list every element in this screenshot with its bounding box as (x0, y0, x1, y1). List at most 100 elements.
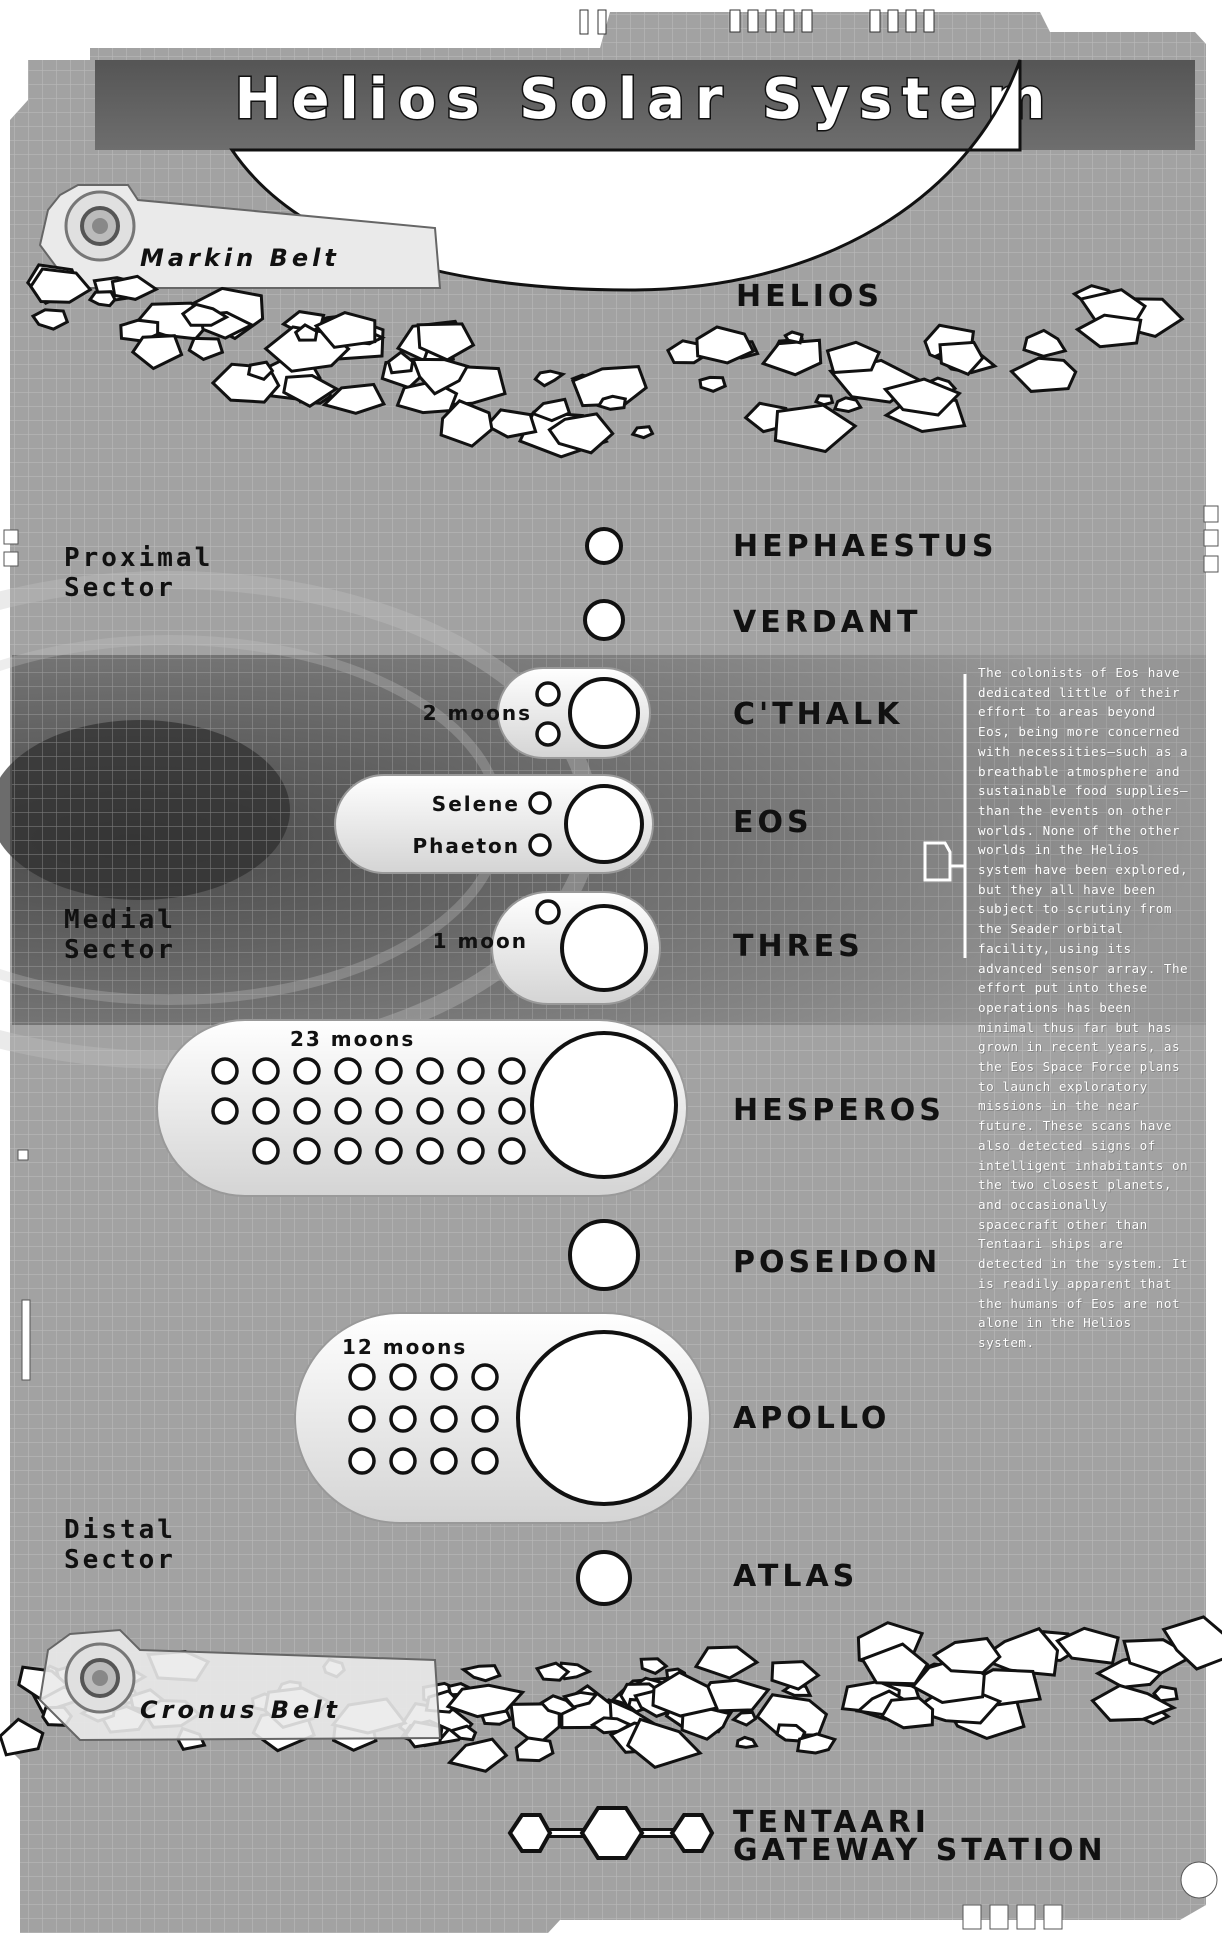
distal-sector-label-line1: Distal (64, 1515, 176, 1545)
asteroid-rock (698, 1678, 771, 1713)
page-title: Helios Solar System (235, 67, 1056, 132)
station-module-icon (507, 1813, 553, 1853)
asteroid-rock (1074, 313, 1143, 349)
hesperos-moon (252, 1097, 280, 1125)
hesperos-moon (457, 1057, 485, 1085)
planet-label-eos: Eos (733, 805, 813, 840)
planet-hephaestus (585, 527, 623, 565)
moon-name-phaeton: Phaeton (413, 834, 521, 858)
hesperos-moon (334, 1137, 362, 1165)
asteroid-rock (938, 340, 985, 377)
markin-asteroid-belt (25, 263, 1185, 459)
asteroid-rock (931, 1636, 1002, 1675)
asteroid-rock (533, 369, 567, 388)
apollo-moon (348, 1363, 376, 1391)
planet-poseidon (568, 1219, 640, 1291)
tentaari-gateway-station: Tentaari Gateway Station (507, 1805, 1107, 1868)
cthalk-moon (535, 681, 561, 707)
asteroid-rock (246, 360, 275, 382)
asteroid-rock (651, 1670, 719, 1718)
apollo-moon (430, 1363, 458, 1391)
apollo-moon (430, 1405, 458, 1433)
hesperos-moon (334, 1057, 362, 1085)
asteroid-rock (187, 336, 225, 362)
station-label-line2: Gateway Station (733, 1833, 1107, 1868)
moon-labels: 2 moons Selene Phaeton 1 moon 23 moons 1… (290, 701, 530, 1359)
asteroid-rock (439, 399, 494, 448)
asteroid-rock (1054, 1626, 1120, 1665)
asteroid-rock (773, 403, 858, 454)
apollo-moon (348, 1447, 376, 1475)
asteroid-rock (813, 394, 835, 407)
asteroid-rock (561, 1690, 599, 1709)
asteroid-rock (860, 1642, 930, 1686)
cronus-belt-badge: Cronus Belt (38, 1628, 442, 1742)
thres-moons-label: 1 moon (433, 929, 528, 953)
asteroid-rock (416, 322, 476, 362)
asteroid-rock (180, 302, 230, 327)
station-module-icon (669, 1813, 715, 1853)
asteroid-rock (1161, 1615, 1222, 1671)
station-hub-icon (579, 1806, 645, 1860)
asteroid-rock (693, 1645, 760, 1680)
asteroid-rock (735, 1735, 759, 1749)
apollo-moon (389, 1447, 417, 1475)
asteroid-rock (448, 1724, 478, 1742)
asteroid-rock (386, 350, 415, 375)
hesperos-moon (293, 1057, 321, 1085)
asteroid-rock (539, 1694, 577, 1716)
planet-label-poseidon: Poseidon (733, 1245, 941, 1280)
planetary-bodies (211, 527, 692, 1606)
planet-atlas (576, 1550, 632, 1606)
asteroid-rock (459, 1664, 502, 1683)
markin-belt-badge: Markin Belt (38, 184, 442, 289)
moon-phaeton (528, 833, 552, 857)
planet-labels: Hephaestus Verdant C'Thalk Eos Thres Hes… (733, 529, 993, 1594)
asteroid-rock (625, 1717, 703, 1769)
proximal-sector-label-line2: Sector (64, 573, 176, 603)
hesperos-moon (457, 1137, 485, 1165)
hesperos-moon (498, 1057, 526, 1085)
asteroid-rock (832, 396, 863, 414)
top-vents (579, 9, 935, 35)
edge-details (3, 505, 1219, 1930)
hesperos-moon (293, 1137, 321, 1165)
asteroid-rock (313, 311, 377, 349)
asteroid-rock (760, 338, 823, 377)
asteroid-rock (795, 1732, 838, 1755)
asteroid-rock (770, 1660, 821, 1691)
thres-moon (535, 899, 561, 925)
asteroid-rock (321, 382, 387, 415)
hesperos-moon (334, 1097, 362, 1125)
apollo-moons-label: 12 moons (342, 1335, 467, 1359)
asteroid-rock (28, 267, 93, 304)
planet-apollo (516, 1330, 692, 1506)
system-description: The colonists of Eos have dedicated litt… (978, 665, 1189, 1350)
planet-label-apollo: Apollo (733, 1401, 890, 1436)
hesperos-moon (211, 1057, 239, 1085)
asteroid-rock (1090, 1683, 1178, 1722)
asteroid-rock (639, 1657, 669, 1676)
hesperos-moon (498, 1137, 526, 1165)
planet-hesperos (530, 1031, 678, 1179)
planet-label-cthalk: C'Thalk (733, 697, 903, 732)
asteroid-rock (698, 375, 728, 393)
helios-label: Helios (736, 279, 883, 314)
asteroid-rock (445, 1683, 526, 1719)
planet-thres (560, 904, 648, 992)
asteroid-rock (695, 325, 756, 365)
asteroid-rock (783, 330, 804, 345)
asteroid-rock (879, 1696, 935, 1730)
asteroid-rock (630, 425, 655, 440)
asteroid-rock (130, 334, 184, 371)
apollo-moon (471, 1447, 499, 1475)
description-bracket (923, 674, 967, 958)
planet-label-atlas: Atlas (733, 1559, 858, 1594)
hesperos-moon (457, 1097, 485, 1125)
asteroid-rock (534, 1661, 571, 1682)
apollo-moon (471, 1363, 499, 1391)
asteroid-rock (446, 1737, 509, 1773)
asteroid-rock (87, 290, 117, 308)
asteroid-rock (596, 394, 627, 411)
